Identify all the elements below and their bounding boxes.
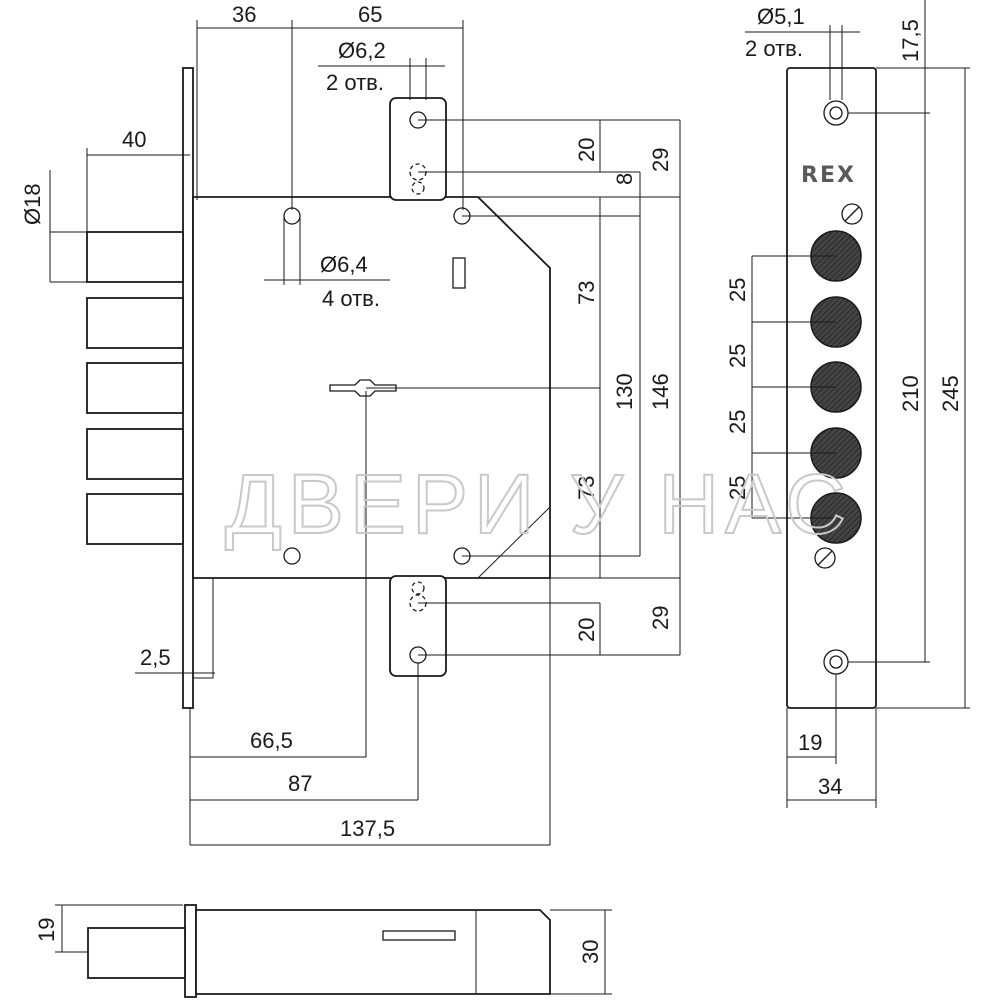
dim-top-bolt-dia: 19 [34, 918, 59, 942]
dim-plate-length: 245 [938, 375, 963, 412]
bolts [86, 231, 184, 545]
top-bolt [87, 927, 186, 979]
dim-pitch-2: 25 [725, 344, 750, 368]
side-holes-count: 2 отв. [745, 36, 803, 61]
top-view: 19 30 [34, 904, 612, 998]
dim-faceplate: 2,5 [140, 645, 171, 670]
watermark: ДВЕРИ У НАС [225, 457, 852, 551]
dim-h20-top: 20 [574, 138, 599, 162]
holes-top-size: Ø6,2 [338, 38, 386, 63]
key-slot [452, 257, 466, 289]
dim-h29-bottom: 29 [648, 606, 673, 630]
dim-h73-bottom: 73 [574, 476, 599, 500]
top-slot [382, 930, 456, 941]
dim-plate-width: 34 [818, 774, 842, 799]
top-faceplate [184, 904, 197, 998]
dim-top-offset: 17,5 [898, 19, 923, 62]
dim-h146: 146 [648, 373, 673, 410]
brand-logo: REX [801, 163, 856, 188]
dim-h29-top: 29 [648, 148, 673, 172]
side-holes-size: Ø5,1 [757, 4, 805, 29]
dim-hole-span: 210 [898, 375, 923, 412]
cylinder-axis [329, 379, 397, 397]
dim-h130: 130 [612, 373, 637, 410]
dim-pitch-1: 25 [725, 278, 750, 302]
faceplate-lip [192, 577, 214, 679]
top-case [195, 909, 551, 995]
dim-top-b: 65 [358, 2, 382, 27]
dim-to-strike: 87 [288, 771, 312, 796]
holes-mount-count: 4 отв. [322, 286, 380, 311]
dim-bolt-proj: 40 [122, 127, 146, 152]
holes-mount-size: Ø6,4 [320, 252, 368, 277]
dim-top-a: 36 [232, 2, 256, 27]
bottom-strike-plate [389, 575, 447, 677]
dim-h20-bottom: 20 [574, 618, 599, 642]
front-view: 36 65 Ø6,2 2 отв. 40 Ø18 Ø6,4 4 отв. 2,5… [20, 2, 681, 846]
faceplate [182, 67, 194, 709]
holes-top-count: 2 отв. [326, 70, 384, 95]
dim-h73-top: 73 [574, 281, 599, 305]
dim-case-depth: 137,5 [340, 816, 395, 841]
side-view: REX 25 25 25 25 Ø5,1 2 отв. [725, 0, 970, 808]
dim-pitch-4: 25 [725, 476, 750, 500]
screws [814, 203, 863, 569]
dim-case-thk: 30 [578, 940, 603, 964]
top-strike-plate [389, 97, 447, 201]
dim-h8: 8 [612, 173, 637, 185]
dim-hole-offset: 19 [798, 730, 822, 755]
dim-to-cylinder: 66,5 [250, 728, 293, 753]
dim-pitch-3: 25 [725, 410, 750, 434]
dim-bolt-dia: Ø18 [20, 183, 45, 225]
